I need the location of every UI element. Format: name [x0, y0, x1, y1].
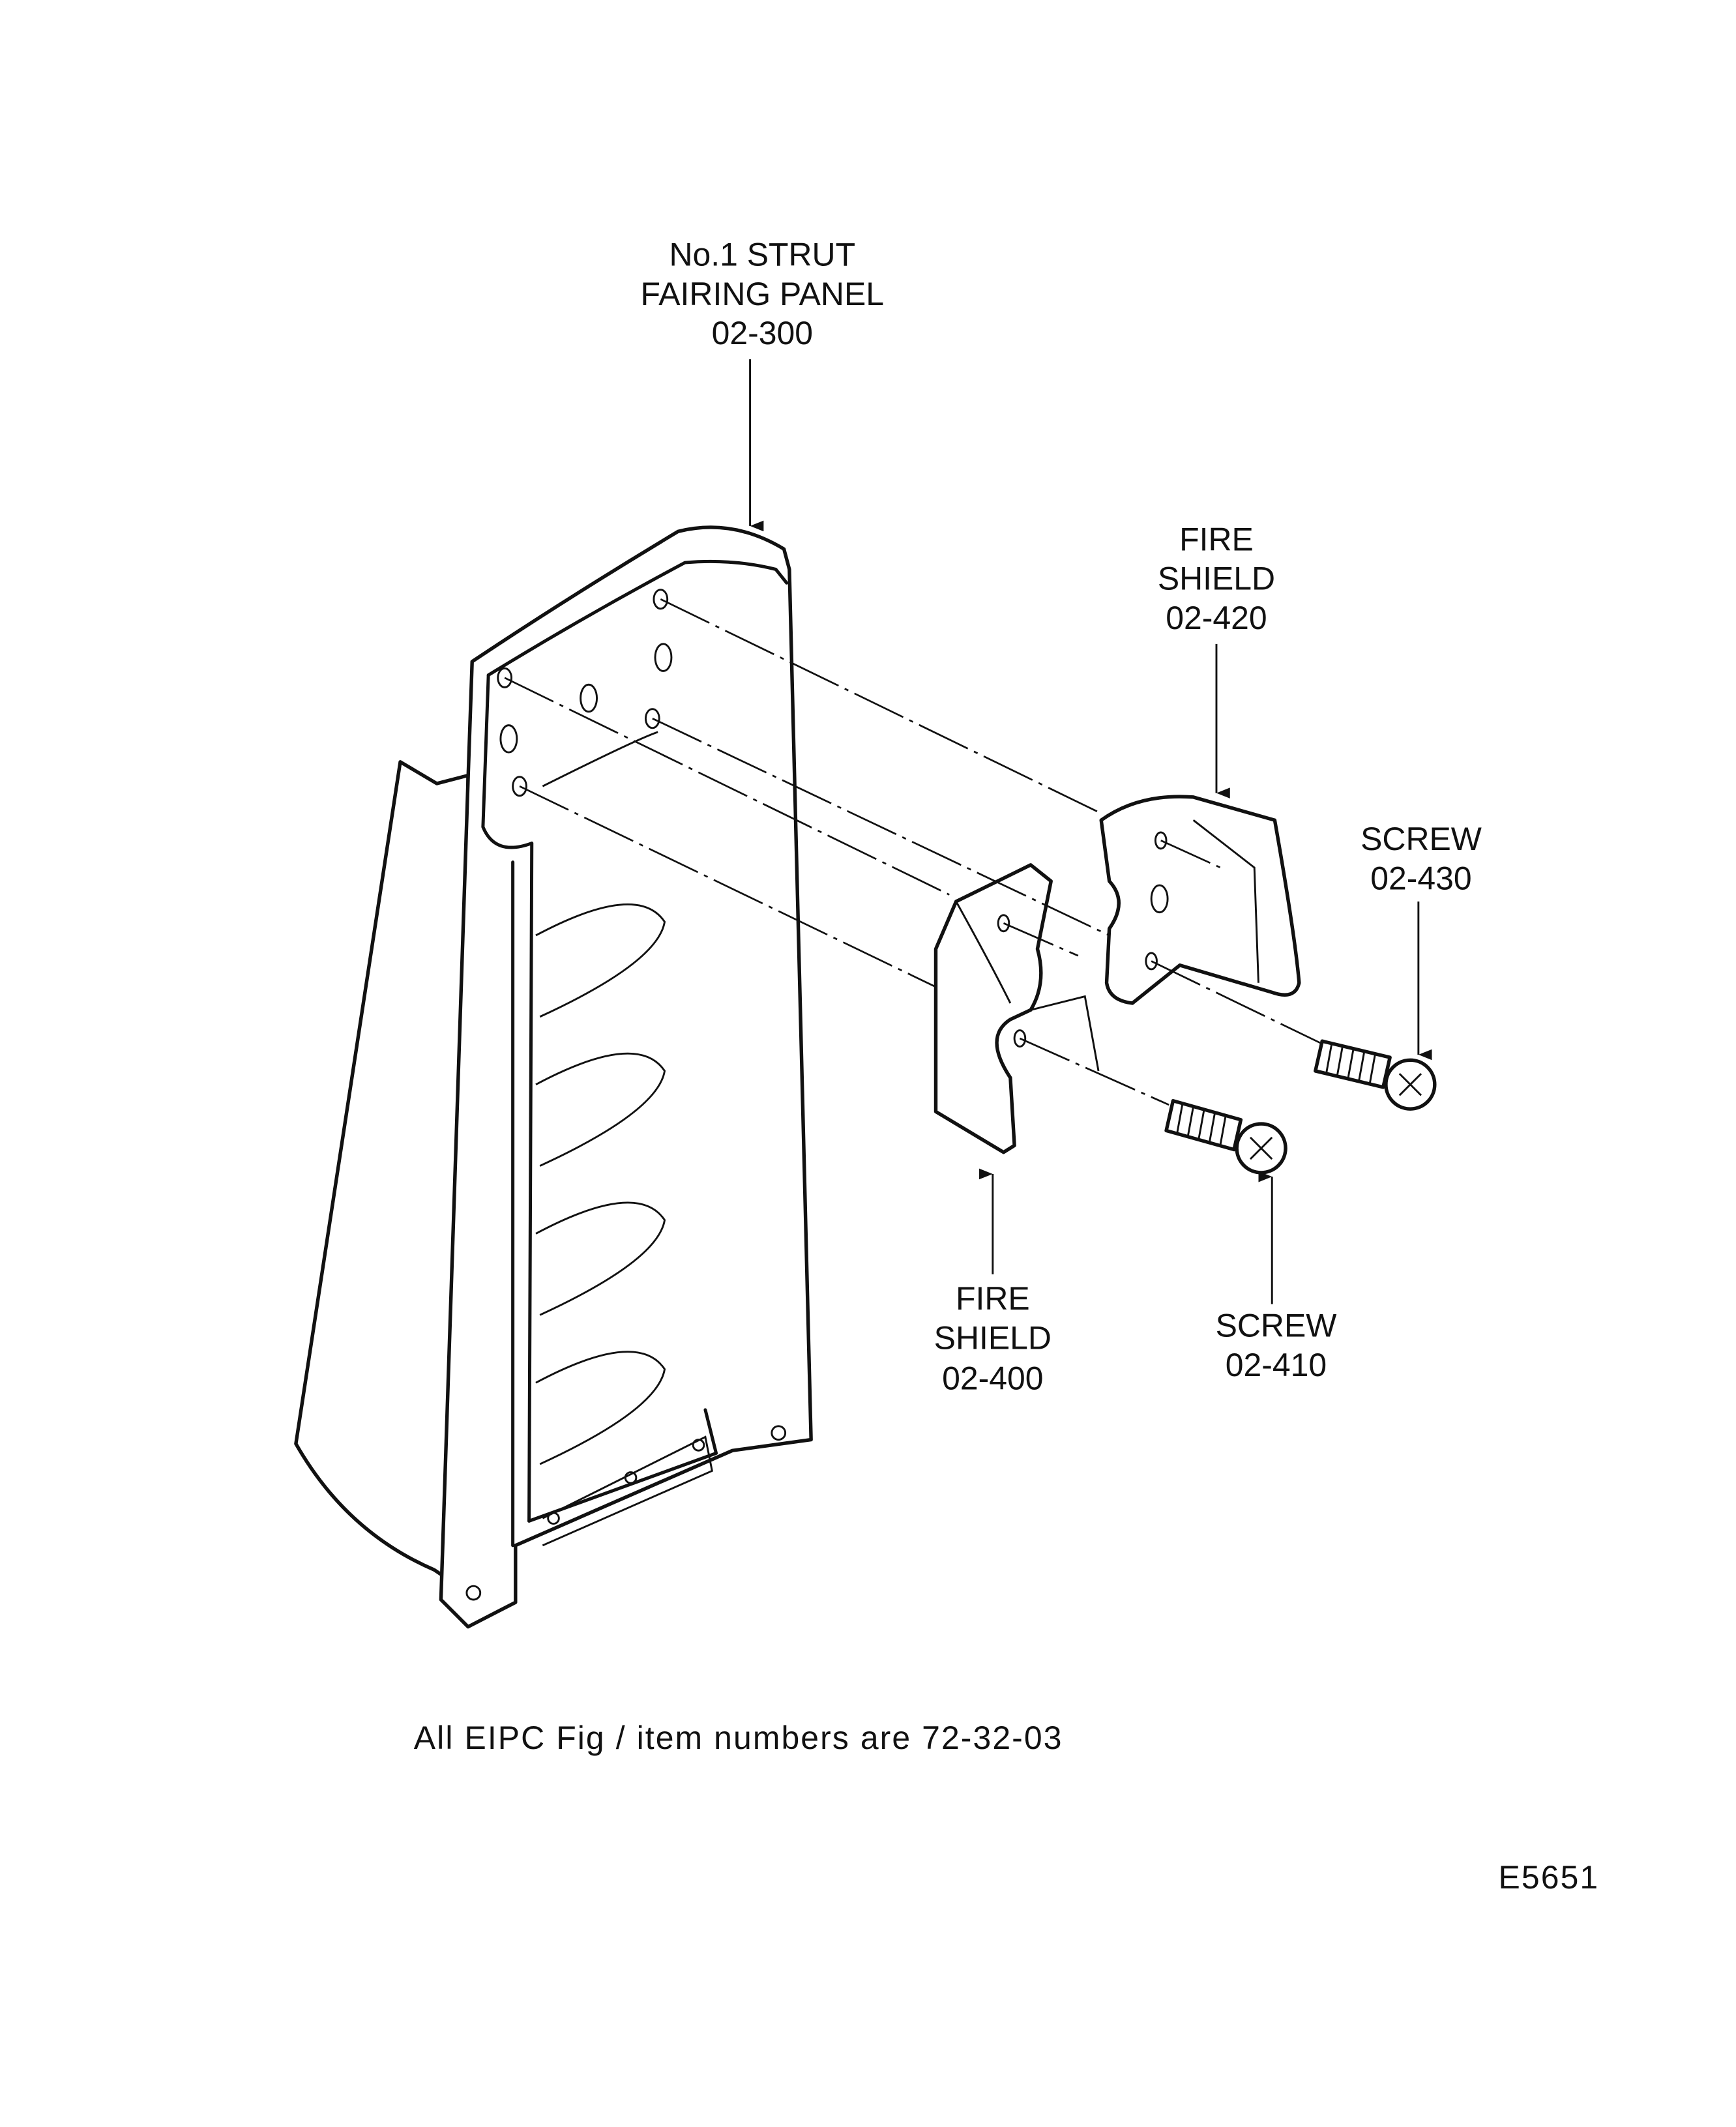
item-number: 02-300 [712, 315, 813, 351]
label-line: SCREW [1361, 821, 1482, 857]
label-strut-fairing-panel: No.1 STRUT FAIRING PANEL 02-300 [641, 237, 884, 352]
strut-fairing-panel-drawing [294, 525, 813, 1629]
label-line: FIRE [1179, 521, 1254, 557]
fire-shield-400-drawing [934, 863, 1100, 1154]
item-number: 02-400 [942, 1360, 1043, 1397]
item-number: 02-420 [1166, 600, 1267, 636]
leader-arrows [749, 359, 1432, 1304]
label-fire-shield-400: FIRE SHIELD 02-400 [934, 1280, 1052, 1397]
fire-shield-420-drawing [1099, 795, 1301, 1005]
label-line: SHIELD [934, 1319, 1052, 1356]
label-line: FAIRING PANEL [641, 276, 884, 312]
label-line: SHIELD [1158, 561, 1275, 597]
label-line: SCREW [1216, 1308, 1337, 1344]
label-line: FIRE [956, 1280, 1030, 1317]
screw-410-drawing [1164, 1098, 1287, 1175]
label-screw-430: SCREW 02-430 [1361, 821, 1482, 896]
label-screw-410: SCREW 02-410 [1216, 1308, 1337, 1383]
item-number: 02-430 [1370, 860, 1471, 896]
screw-430-drawing [1314, 1039, 1437, 1111]
alignment-lines [504, 598, 1323, 1106]
item-number: 02-410 [1226, 1347, 1327, 1383]
figure-id: E5651 [1499, 1859, 1600, 1896]
footnote: All EIPC Fig / item numbers are 72-32-03 [414, 1720, 1063, 1756]
label-fire-shield-420: FIRE SHIELD 02-420 [1158, 521, 1275, 636]
label-line: No.1 STRUT [669, 237, 855, 273]
